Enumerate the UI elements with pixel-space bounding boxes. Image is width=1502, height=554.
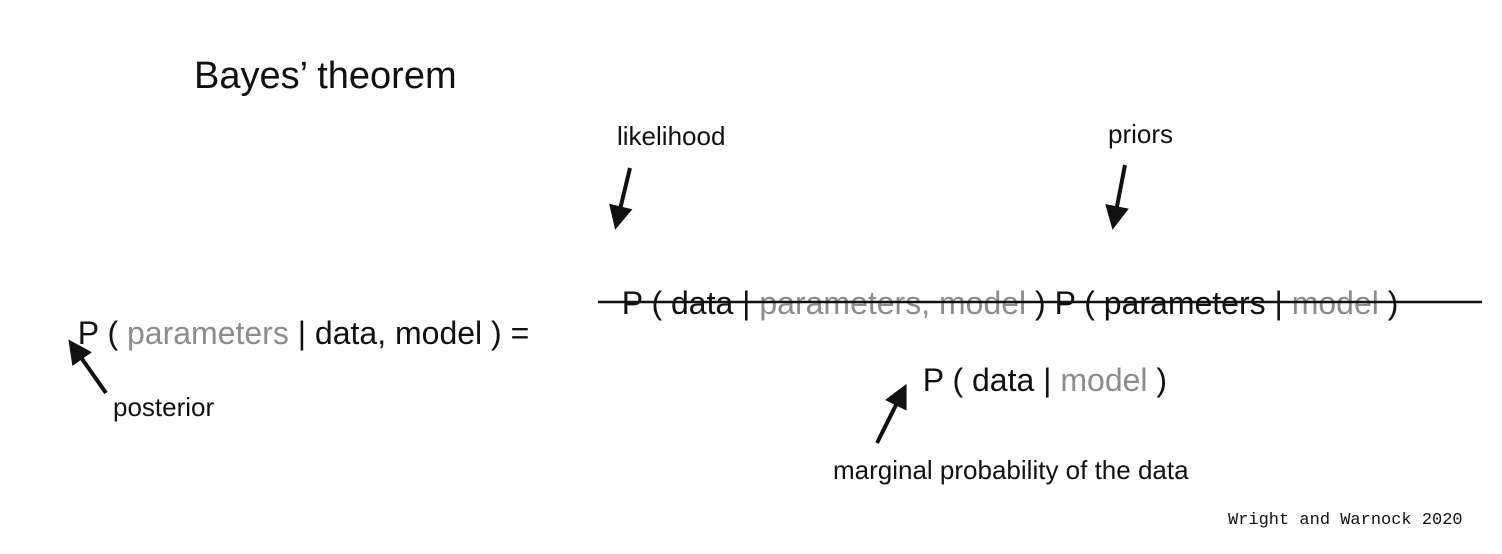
marginal-arrow-icon — [875, 383, 907, 444]
lhs-part-gray: parameters — [126, 315, 289, 351]
label-posterior: posterior — [113, 392, 215, 422]
likelihood-arrow-icon — [609, 167, 633, 230]
denominator-part-gray: model — [1060, 362, 1148, 398]
equation-denominator: P ( data | model ) — [905, 332, 1167, 396]
label-priors: priors — [1108, 119, 1174, 149]
denominator-part: P ( data | — [922, 362, 1061, 398]
priors-arrow-icon — [1105, 164, 1129, 230]
denominator-part: ) — [1147, 362, 1168, 398]
equation-lhs: P ( parameters | data, model ) = — [60, 285, 529, 349]
credit: Wright and Warnock 2020 — [1228, 511, 1463, 530]
label-likelihood: likelihood — [617, 121, 726, 151]
diagram-title: Bayes’ theorem — [194, 55, 457, 97]
posterior-arrow-icon — [68, 339, 108, 395]
label-marginal: marginal probability of the data — [833, 455, 1189, 485]
lhs-part: | data, model ) = — [288, 315, 530, 351]
